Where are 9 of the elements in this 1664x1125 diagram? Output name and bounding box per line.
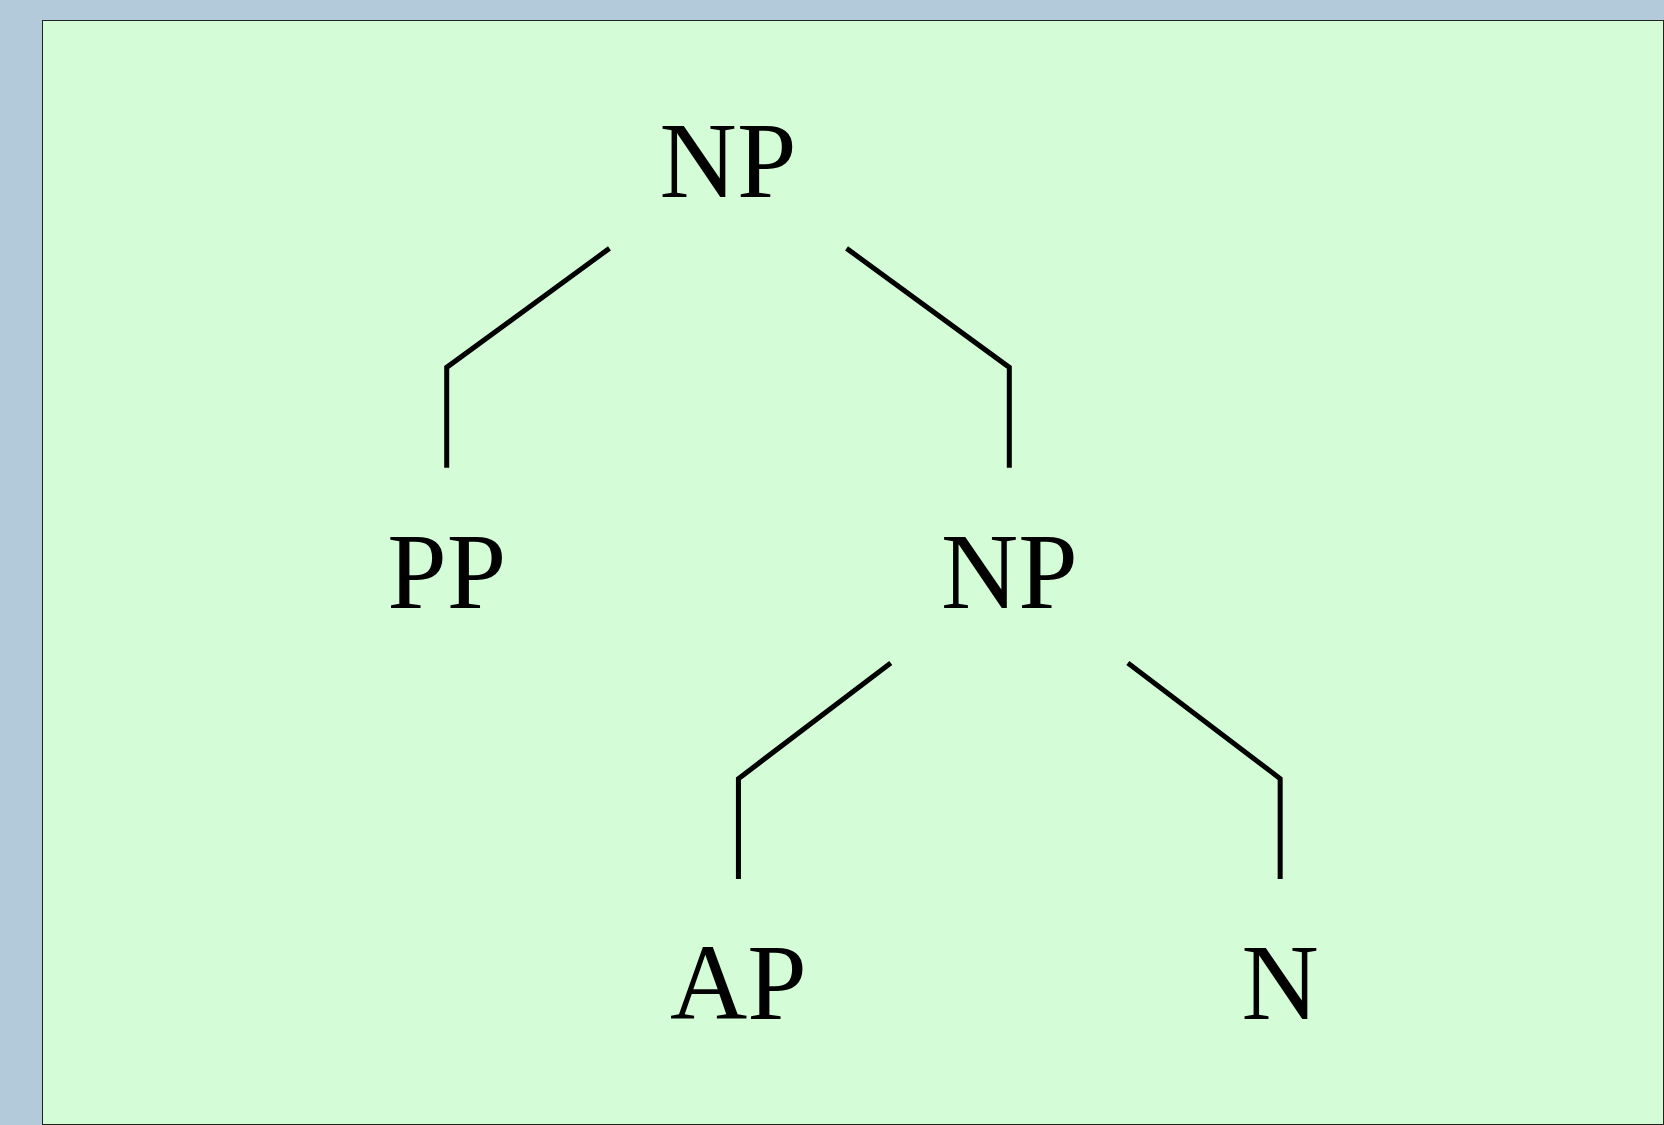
connector xyxy=(1126,660,1283,879)
connector xyxy=(845,245,1012,468)
node-text: N xyxy=(1241,923,1319,1043)
node-text: NP xyxy=(659,101,797,220)
connector xyxy=(444,245,611,468)
node-text: NP xyxy=(940,512,1078,632)
node-text: PP xyxy=(387,512,507,632)
node-text: AP xyxy=(670,923,807,1043)
connector xyxy=(735,660,893,879)
